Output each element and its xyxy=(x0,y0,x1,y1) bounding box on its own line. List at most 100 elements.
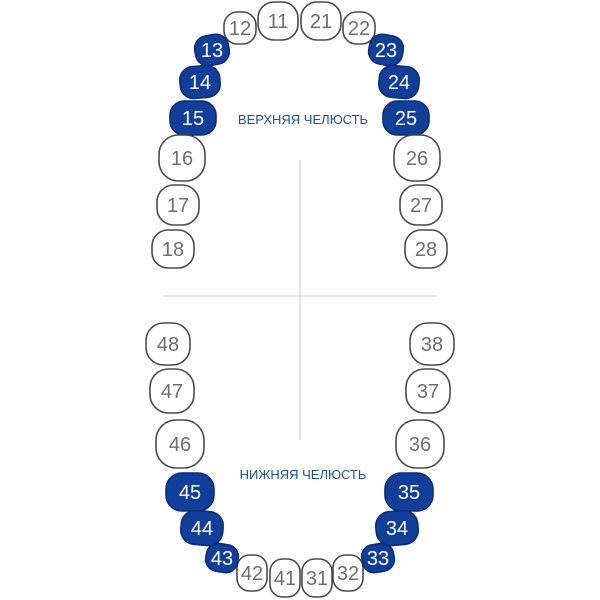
tooth-number-label: 27 xyxy=(410,195,432,217)
tooth-shape xyxy=(156,184,200,226)
tooth-shape xyxy=(360,542,396,574)
tooth-shape xyxy=(332,554,364,592)
tooth-number-label: 22 xyxy=(348,18,370,40)
tooth-number-label: 15 xyxy=(182,108,204,130)
tooth-44[interactable]: 44 xyxy=(179,509,225,547)
tooth-number-label: 13 xyxy=(201,40,223,62)
tooth-41[interactable]: 41 xyxy=(269,558,301,598)
tooth-shape xyxy=(409,322,455,366)
tooth-number-label: 24 xyxy=(388,72,410,94)
tooth-47[interactable]: 47 xyxy=(149,368,195,414)
tooth-number-label: 16 xyxy=(171,148,193,170)
tooth-28[interactable]: 28 xyxy=(404,229,448,269)
tooth-number-label: 48 xyxy=(157,334,179,356)
tooth-shape xyxy=(149,368,195,414)
tooth-number-label: 42 xyxy=(241,563,263,585)
tooth-shape xyxy=(257,1,299,41)
tooth-number-label: 14 xyxy=(189,72,211,94)
tooth-number-label: 23 xyxy=(375,40,397,62)
tooth-number-label: 17 xyxy=(167,195,189,217)
tooth-36[interactable]: 36 xyxy=(395,419,445,469)
tooth-shape xyxy=(151,229,195,269)
tooth-shape xyxy=(158,134,206,182)
tooth-shape xyxy=(374,509,420,547)
tooth-shape xyxy=(169,100,217,136)
tooth-16[interactable]: 16 xyxy=(158,134,206,182)
tooth-17[interactable]: 17 xyxy=(156,184,200,226)
tooth-34[interactable]: 34 xyxy=(374,509,420,547)
tooth-shape xyxy=(179,64,221,100)
tooth-24[interactable]: 24 xyxy=(378,64,421,100)
tooth-number-label: 25 xyxy=(395,108,417,130)
tooth-14[interactable]: 14 xyxy=(179,64,222,100)
tooth-number-label: 36 xyxy=(409,434,431,456)
tooth-42[interactable]: 42 xyxy=(236,554,268,592)
tooth-shape xyxy=(145,322,191,366)
tooth-13[interactable]: 13 xyxy=(193,32,232,67)
tooth-46[interactable]: 46 xyxy=(155,419,205,469)
tooth-43[interactable]: 43 xyxy=(204,541,240,574)
tooth-26[interactable]: 26 xyxy=(393,134,441,182)
tooth-number-label: 33 xyxy=(367,548,389,570)
tooth-shape xyxy=(384,472,434,512)
tooth-21[interactable]: 21 xyxy=(300,1,342,41)
tooth-48[interactable]: 48 xyxy=(145,322,191,366)
tooth-38[interactable]: 38 xyxy=(409,322,455,366)
tooth-number-label: 32 xyxy=(337,563,359,585)
tooth-11[interactable]: 11 xyxy=(257,1,299,41)
tooth-shape xyxy=(165,472,215,512)
tooth-12[interactable]: 12 xyxy=(223,11,257,45)
upper-jaw-label: ВЕРХНЯЯ ЧЕЛЮСТЬ xyxy=(238,112,368,127)
tooth-shape xyxy=(179,509,225,547)
tooth-shape xyxy=(378,64,420,100)
tooth-shape xyxy=(223,11,257,45)
tooth-shape xyxy=(367,33,405,67)
tooth-shape xyxy=(399,184,443,226)
tooth-shape xyxy=(204,542,240,574)
tooth-23[interactable]: 23 xyxy=(367,32,406,67)
tooth-22[interactable]: 22 xyxy=(342,11,376,45)
tooth-number-label: 12 xyxy=(229,18,251,40)
tooth-32[interactable]: 32 xyxy=(332,554,364,592)
tooth-number-label: 38 xyxy=(421,334,443,356)
tooth-45[interactable]: 45 xyxy=(165,472,215,512)
tooth-shape xyxy=(236,554,268,592)
tooth-shape xyxy=(269,558,301,598)
tooth-shape xyxy=(300,1,342,41)
tooth-number-label: 45 xyxy=(179,482,201,504)
tooth-shape xyxy=(382,100,430,136)
tooth-shape xyxy=(155,419,205,469)
tooth-number-label: 31 xyxy=(306,568,328,590)
tooth-number-label: 28 xyxy=(415,239,437,261)
tooth-shape xyxy=(342,11,376,45)
lower-jaw-label: НИЖНЯЯ ЧЕЛЮСТЬ xyxy=(240,467,367,482)
tooth-number-label: 11 xyxy=(268,11,289,33)
tooth-27[interactable]: 27 xyxy=(399,184,443,226)
tooth-15[interactable]: 15 xyxy=(169,100,217,136)
tooth-shape xyxy=(193,33,231,67)
tooth-33[interactable]: 33 xyxy=(360,541,396,574)
tooth-35[interactable]: 35 xyxy=(384,472,434,512)
tooth-shape xyxy=(405,368,451,414)
tooth-number-label: 21 xyxy=(310,11,332,33)
tooth-number-label: 26 xyxy=(406,148,428,170)
tooth-25[interactable]: 25 xyxy=(382,100,430,136)
tooth-number-label: 46 xyxy=(169,434,191,456)
tooth-number-label: 47 xyxy=(161,381,183,403)
tooth-number-label: 35 xyxy=(398,482,420,504)
tooth-number-label: 18 xyxy=(162,239,184,261)
tooth-shape xyxy=(395,419,445,469)
tooth-number-label: 41 xyxy=(274,568,296,590)
tooth-shape xyxy=(393,134,441,182)
tooth-number-label: 37 xyxy=(417,381,439,403)
tooth-18[interactable]: 18 xyxy=(151,229,195,269)
tooth-37[interactable]: 37 xyxy=(405,368,451,414)
tooth-shape xyxy=(301,558,333,598)
tooth-number-label: 44 xyxy=(191,518,213,540)
tooth-shape xyxy=(404,229,448,269)
tooth-number-label: 43 xyxy=(211,548,233,570)
tooth-number-label: 34 xyxy=(386,518,408,540)
tooth-31[interactable]: 31 xyxy=(301,558,333,598)
